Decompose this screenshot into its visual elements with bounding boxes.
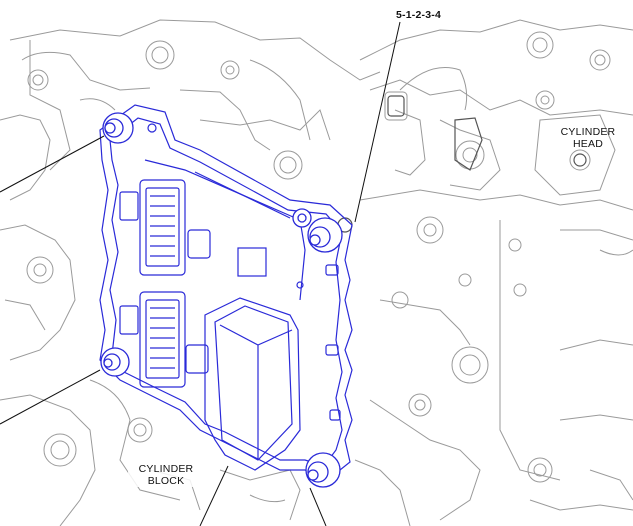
mounting-bolts xyxy=(100,112,343,488)
leader-block xyxy=(199,465,229,526)
leader-lines xyxy=(0,21,401,526)
bolt-2 xyxy=(307,217,343,253)
cylinder-head-line2: HEAD xyxy=(573,138,603,150)
bolt-3 xyxy=(100,347,130,377)
bolt-1 xyxy=(102,112,134,144)
cylinder-head-line1: CYLINDER xyxy=(560,126,616,138)
ecm-module xyxy=(99,104,353,479)
cylinder-head-label: CYLINDER HEAD xyxy=(556,126,620,150)
bolt-4 xyxy=(305,452,341,488)
bolt-5 xyxy=(292,208,312,228)
cylinder-block-label: CYLINDER BLOCK xyxy=(128,463,204,487)
leader-bolt-4 xyxy=(309,487,327,526)
engine-line-art xyxy=(0,19,633,526)
leader-bolt-1 xyxy=(0,135,105,193)
cylinder-block-line2: BLOCK xyxy=(147,475,185,487)
bolt-sequence-label: 5-1-2-3-4 xyxy=(396,9,441,21)
cylinder-block-line1: CYLINDER xyxy=(138,463,194,475)
leader-sequence xyxy=(354,21,401,223)
engine-accent-lines xyxy=(337,95,587,233)
leader-bolt-3 xyxy=(0,369,101,425)
